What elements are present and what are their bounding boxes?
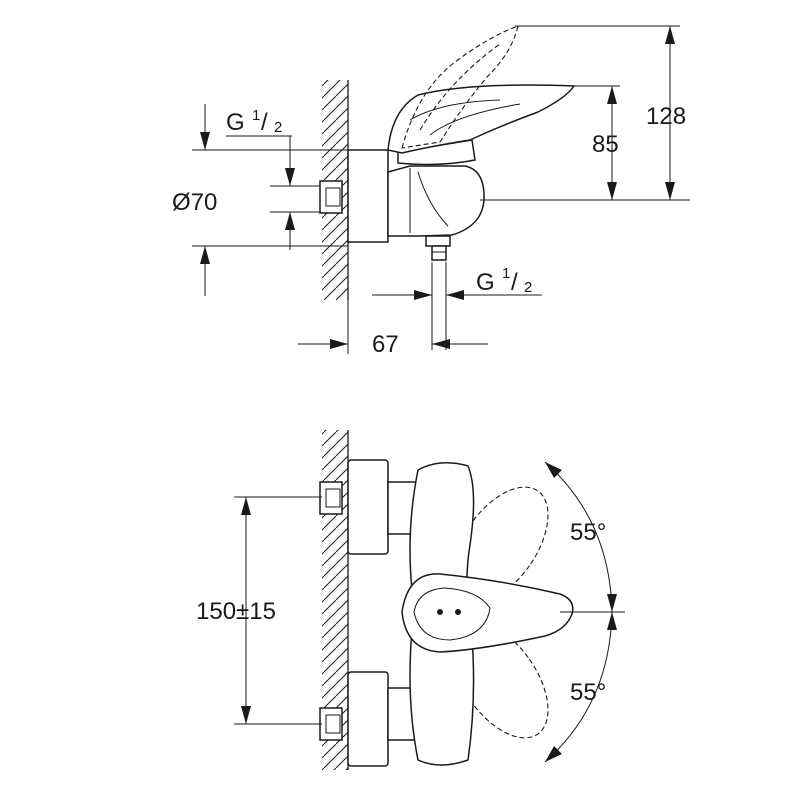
dimension-centre-distance: 150±15 bbox=[196, 496, 322, 725]
dimension-thread-inlet: G 1 / 2 bbox=[226, 107, 320, 250]
lever-cap bbox=[397, 139, 476, 166]
dimension-67-label: 67 bbox=[372, 331, 399, 358]
dimension-diameter-label: Ø70 bbox=[172, 189, 217, 216]
thread-outlet-numerator: 1 bbox=[502, 265, 510, 282]
lower-connector bbox=[319, 671, 419, 767]
lever-raised-outline bbox=[401, 25, 519, 149]
mixer-body bbox=[387, 165, 485, 237]
dimension-thread-outlet: G 1 / 2 bbox=[372, 262, 542, 350]
dimension-diameter: Ø70 bbox=[172, 104, 348, 296]
svg-text:/: / bbox=[261, 109, 268, 136]
lever-front bbox=[401, 573, 574, 653]
thread-inlet-numerator: 1 bbox=[252, 107, 260, 124]
inlet-connector bbox=[319, 180, 343, 214]
angle-up-label: 55° bbox=[570, 519, 606, 546]
angle-up-arc: 55° bbox=[544, 461, 617, 613]
thread-outlet-letter: G bbox=[476, 269, 495, 296]
dimension-centre-distance-label: 150±15 bbox=[196, 598, 276, 625]
dimension-85: 85 bbox=[592, 86, 619, 200]
lever bbox=[387, 84, 576, 154]
dimension-67: 67 bbox=[298, 300, 488, 358]
wall-rosette bbox=[347, 149, 389, 243]
thread-outlet-denominator: 2 bbox=[524, 279, 532, 296]
front-view: 55° 55° 150±15 bbox=[196, 430, 625, 770]
side-view: 128 85 Ø70 G 1 bbox=[172, 25, 690, 358]
outlet-connector bbox=[425, 235, 451, 261]
thread-inlet-denominator: 2 bbox=[274, 119, 282, 136]
svg-text:/: / bbox=[511, 269, 518, 296]
angle-down-label: 55° bbox=[570, 679, 606, 706]
dimension-128: 128 bbox=[646, 26, 686, 200]
dimension-128-label: 128 bbox=[646, 103, 686, 130]
dimension-85-label: 85 bbox=[592, 131, 619, 158]
angle-down-arc: 55° bbox=[544, 611, 617, 763]
thread-inlet-letter: G bbox=[226, 109, 245, 136]
